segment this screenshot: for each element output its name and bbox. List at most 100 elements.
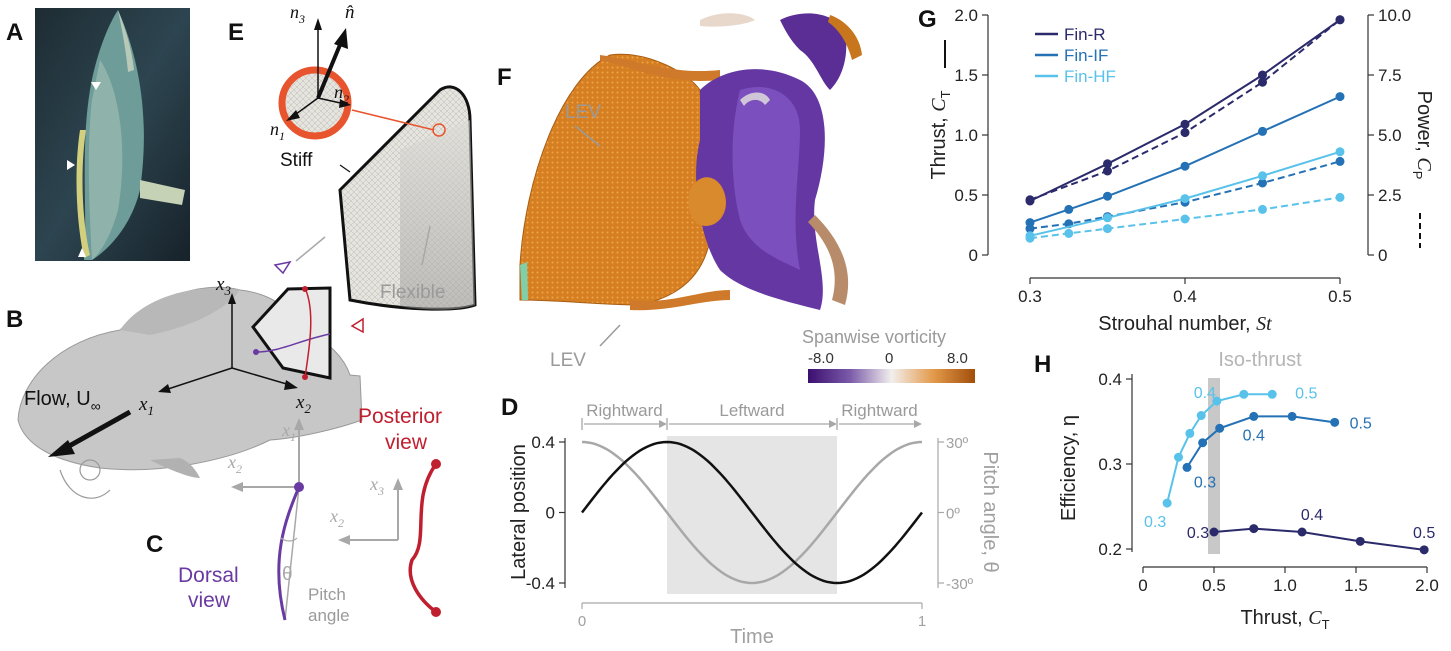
h-ytick-label: 0.2 (1098, 540, 1122, 559)
g-point-fin-if-thrust (1064, 204, 1074, 214)
d-phase-arrowhead (829, 420, 837, 428)
h-point-label-fin-hf: 0.3 (1144, 514, 1166, 531)
label-x3: x (215, 274, 225, 295)
h-point-fin-hf (1185, 428, 1195, 438)
dorsal-view-line2: view (188, 589, 231, 612)
g-point-fin-hf-power (1064, 228, 1074, 238)
fish-photo (35, 8, 190, 261)
g-ytick-right-label: 2.5 (1378, 186, 1402, 205)
posterior-x2-sub: 2 (338, 516, 344, 530)
g-point-fin-if-power (1258, 178, 1267, 188)
svg-text:x2: x2 (329, 506, 344, 530)
fish-schematic (17, 236, 364, 499)
h-xtick-label: 0.5 (1202, 576, 1226, 595)
g-ytick-right-label: 5.0 (1378, 126, 1402, 145)
h-xlabel: Thrust, CT (1240, 607, 1329, 632)
svg-text:x2: x2 (295, 392, 311, 416)
h-point-label-fin-r: 0.5 (1413, 525, 1435, 542)
g-ytick-left-label: 0.5 (954, 186, 978, 205)
stiff-label: Stiff (280, 150, 313, 171)
h-ytick-label: 0.3 (1098, 455, 1122, 474)
svg-text:n2: n2 (334, 82, 349, 106)
label-x2-sub: 2 (304, 401, 311, 416)
g-xlabel: Strouhal number, St (1098, 313, 1272, 335)
g-xtick-label: 0.4 (1173, 287, 1197, 306)
g-point-fin-if-thrust (1103, 191, 1112, 201)
label-nhat: n̂ (345, 2, 355, 23)
g-point-fin-r-power (1180, 128, 1190, 138)
g-ylabel-right: Power, CP (1410, 91, 1435, 180)
label-x2: x (295, 392, 305, 413)
h-point-fin-if (1215, 423, 1225, 433)
photo-markers (67, 82, 101, 257)
vortex-rendering (519, 13, 862, 311)
posterior-x3: x (369, 474, 378, 494)
g-ytick-right-label: 7.5 (1378, 66, 1402, 85)
h-xtick-label: 0 (1138, 576, 1147, 595)
svg-text:x3: x3 (369, 474, 384, 498)
h-point-label-fin-if: 0.5 (1350, 415, 1372, 432)
flow-label-sub: ∞ (91, 398, 101, 414)
d-ytick-left-label: 0.4 (531, 433, 555, 452)
panel-letter-b: B (6, 306, 23, 333)
lev-bottom-label: LEV (550, 350, 586, 371)
label-n3-sub: 3 (298, 12, 305, 26)
h-point-fin-if (1287, 411, 1297, 421)
g-ytick-right-label: 0 (1378, 246, 1387, 265)
g-ytick-left-label: 1.0 (954, 126, 978, 145)
h-point-fin-hf (1212, 396, 1222, 406)
d-xtick-label: 1 (918, 613, 926, 630)
h-point-label-fin-if: 0.4 (1243, 427, 1265, 444)
h-point-fin-r (1297, 527, 1307, 537)
g-point-fin-hf-thrust (1103, 213, 1112, 223)
colorbar-tick-max: 8.0 (947, 350, 968, 367)
h-point-fin-if (1249, 411, 1259, 421)
g-point-fin-if-thrust (1180, 161, 1190, 171)
h-xlabel-sub: T (1322, 617, 1330, 632)
lev-bottom-leader (599, 324, 621, 347)
g-series-fin-hf-power (1029, 196, 1341, 240)
h-series-fin-r (1213, 527, 1425, 551)
dorsal-x1: x (281, 420, 290, 440)
panel-letter-c: C (146, 531, 163, 558)
g-point-fin-hf-power (1180, 214, 1190, 224)
g-point-fin-hf-thrust (1335, 147, 1345, 157)
g-point-fin-if-thrust (1335, 92, 1345, 102)
panel-letter-h: H (1034, 351, 1051, 378)
h-point-label-fin-hf: 0.4 (1194, 385, 1216, 402)
g-point-fin-r-thrust (1180, 119, 1190, 129)
panel-letter-g: G (918, 6, 937, 33)
dorsal-x2: x (227, 452, 236, 472)
h-series-fin-if (1186, 415, 1335, 468)
fish-axes (48, 293, 298, 457)
d-ytick-left-label: -0.4 (526, 574, 555, 593)
svg-text:x1: x1 (138, 394, 154, 418)
d-pitch-curve (581, 440, 923, 585)
lev-top-label: LEV (565, 102, 601, 123)
d-shaded-phase (667, 436, 837, 594)
d-xlabel: Time (730, 626, 774, 648)
panel-letter-f: F (497, 64, 512, 91)
g-point-fin-r-power (1258, 77, 1267, 87)
h-point-fin-hf (1162, 498, 1172, 508)
g-xtick-label: 0.3 (1018, 287, 1042, 306)
lev-top-leader (574, 125, 601, 147)
g-xtick-label: 0.5 (1328, 287, 1352, 306)
dorsal-view-diagram (231, 418, 304, 621)
g-point-fin-r-thrust (1258, 70, 1267, 80)
d-ylabel-left: Lateral position (508, 444, 530, 580)
flexible-label: Flexible (380, 282, 445, 303)
g-point-fin-if-power (1025, 224, 1035, 234)
h-ylabel: Efficiency, η (1058, 415, 1080, 521)
h-point-fin-hf (1174, 452, 1183, 462)
d-ytick-right-label: 0º (946, 506, 960, 523)
svg-text:x3: x3 (215, 274, 231, 298)
d-phase-label: Leftward (719, 401, 784, 420)
h-point-fin-r (1249, 524, 1259, 534)
d-phase-arrowhead (659, 420, 667, 428)
g-ylabel-left: Thrust, CT (928, 90, 953, 179)
theta-label: θ (282, 564, 293, 585)
dorsal-x1-sub: 1 (290, 430, 296, 444)
